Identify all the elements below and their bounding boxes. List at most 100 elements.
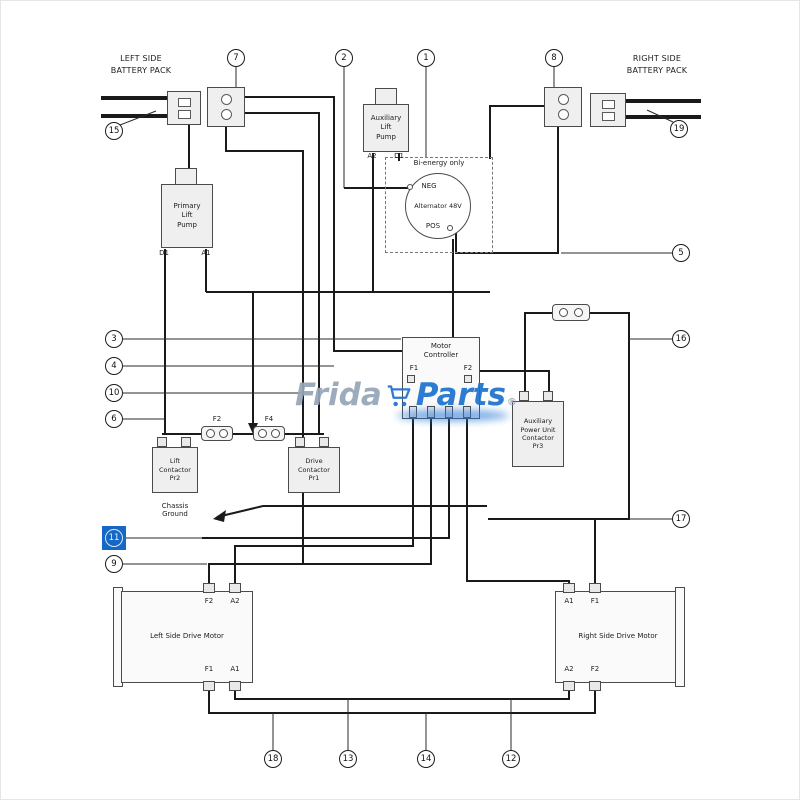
fuse-f4-label: F4 [264, 415, 274, 423]
controller-terminal [464, 375, 472, 383]
lift-contactor: Lift Contactor Pr2 [152, 447, 198, 493]
lift-contactor-terminal [181, 437, 191, 447]
neg-terminal [407, 184, 413, 190]
callout-15: 15 [105, 122, 123, 140]
screw-icon [220, 109, 232, 120]
controller-terminal [445, 406, 453, 418]
main-fuse [552, 304, 590, 321]
bi-energy-title: Bi-energy only [413, 159, 465, 167]
fuse-f2 [201, 426, 233, 441]
alternator: Alternator 48V [405, 173, 471, 239]
right-drive-motor: Right Side Drive Motor [555, 591, 681, 683]
drive-contactor-terminal [319, 437, 329, 447]
left-motor-terminal [229, 583, 241, 593]
pos-terminal [447, 225, 453, 231]
callout-7: 7 [227, 49, 245, 67]
controller-terminal [427, 406, 435, 418]
right-motor-terminal [589, 583, 601, 593]
left-motor-terminal-f2: F2 [204, 597, 214, 605]
callout-2: 2 [335, 49, 353, 67]
aux-lift-pump: Auxiliary Lift Pump [363, 104, 409, 152]
fuse-cap-icon [574, 308, 583, 317]
aux-pump-terminal-block [375, 88, 397, 105]
right-battery-connector [590, 93, 626, 127]
right-motor-terminal [589, 681, 601, 691]
fuse-cap-icon [258, 429, 267, 438]
left-motor-terminal-a2: A2 [230, 597, 240, 605]
callout-9: 9 [105, 555, 123, 573]
right-motor-terminal [563, 583, 575, 593]
fuse-cap-icon [206, 429, 215, 438]
right-battery-fuse-block [544, 87, 582, 127]
callout-19: 19 [670, 120, 688, 138]
right-motor-terminal [563, 681, 575, 691]
chassis-ground-label: Chassis Ground [161, 502, 189, 518]
callout-13: 13 [339, 750, 357, 768]
wires [162, 96, 630, 714]
callout-8: 8 [545, 49, 563, 67]
right-motor-end-cap [675, 587, 685, 687]
callout-10: 10 [105, 384, 123, 402]
right-motor-terminal-f2: F2 [590, 665, 600, 673]
callout-12: 12 [502, 750, 520, 768]
controller-terminal [407, 375, 415, 383]
callout-4: 4 [105, 357, 123, 375]
primary-lift-pump: Primary Lift Pump [161, 184, 213, 248]
connector-pin [601, 111, 615, 121]
fuse-f4 [253, 426, 285, 441]
left-motor-terminal-f1: F1 [204, 665, 214, 673]
apu-contactor-terminal [543, 391, 553, 401]
callout-6: 6 [105, 410, 123, 428]
screw-icon [557, 109, 569, 120]
left-battery-pack-label: LEFT SIDE BATTERY PACK [110, 54, 172, 75]
left-drive-motor: Left Side Drive Motor [121, 591, 253, 683]
callout-3: 3 [105, 330, 123, 348]
left-motor-terminal-a1: A1 [230, 665, 240, 673]
controller-terminal-f1: F1 [409, 364, 419, 372]
neg-label: NEG [421, 182, 437, 190]
connector-pin [177, 109, 191, 119]
pos-label: POS [425, 222, 441, 230]
battery-cables [101, 96, 701, 119]
left-motor-terminal [229, 681, 241, 691]
aux-pump-terminal-a2: A2 [367, 152, 377, 160]
left-motor-terminal [203, 681, 215, 691]
fuse-cap-icon [271, 429, 280, 438]
lift-contactor-terminal [157, 437, 167, 447]
primary-pump-terminal-block [175, 168, 197, 185]
drive-contactor: Drive Contactor Pr1 [288, 447, 340, 493]
left-motor-terminal [203, 583, 215, 593]
left-battery-connector [167, 91, 201, 125]
screw-icon [557, 94, 569, 105]
drive-contactor-terminal [295, 437, 305, 447]
connector-pin [177, 97, 191, 107]
callout-11: 11 [105, 529, 123, 547]
callout-leader-lines [119, 67, 674, 750]
right-motor-terminal-a2: A2 [564, 665, 574, 673]
callout-5: 5 [672, 244, 690, 262]
primary-pump-terminal-a1: A1 [201, 249, 211, 257]
primary-pump-terminal-d1: D1 [159, 249, 169, 257]
callout-1: 1 [417, 49, 435, 67]
callout-17: 17 [672, 510, 690, 528]
callout-16: 16 [672, 330, 690, 348]
bi-energy-box [385, 157, 493, 253]
apu-contactor-terminal [519, 391, 529, 401]
right-motor-terminal-f1: F1 [590, 597, 600, 605]
left-battery-fuse-block [207, 87, 245, 127]
controller-terminal [463, 406, 471, 418]
right-battery-pack-label: RIGHT SIDE BATTERY PACK [626, 54, 688, 75]
apu-contactor: Auxiliary Power Unit Contactor Pr3 [512, 401, 564, 467]
controller-terminal-f2: F2 [463, 364, 473, 372]
right-motor-terminal-a1: A1 [564, 597, 574, 605]
callout-18: 18 [264, 750, 282, 768]
fuse-cap-icon [559, 308, 568, 317]
callout-14: 14 [417, 750, 435, 768]
fuse-cap-icon [219, 429, 228, 438]
screw-icon [220, 94, 232, 105]
fuse-f2-label: F2 [212, 415, 222, 423]
connector-pin [601, 99, 615, 109]
aux-pump-terminal-d1: D1 [394, 152, 404, 160]
